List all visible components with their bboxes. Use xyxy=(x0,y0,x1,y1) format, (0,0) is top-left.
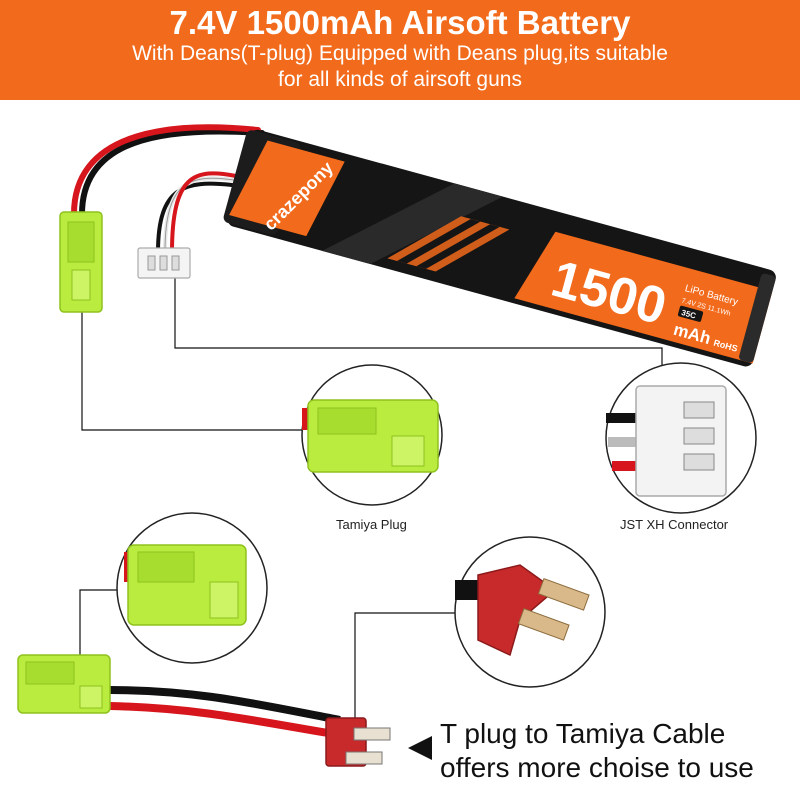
battery-c-rating: 35C xyxy=(680,308,697,321)
cable-description-line-1: T plug to Tamiya Cable xyxy=(440,718,726,749)
header-banner xyxy=(0,0,800,100)
cable-tamiya-connector xyxy=(17,654,111,714)
pointer-arrow-icon xyxy=(408,736,432,760)
cable-tamiya-leader-line xyxy=(79,589,128,660)
cable-description-line-2: offers more choise to use xyxy=(440,752,754,783)
tamiya-caption: Tamiya Plug xyxy=(336,517,407,532)
battery-jst-connector xyxy=(137,247,191,279)
battery-tamiya-connector xyxy=(59,211,103,313)
battery-balance-wires xyxy=(156,171,238,254)
tamiya-leader-line xyxy=(81,312,305,431)
subtitle-line-2: for all kinds of airsoft guns xyxy=(278,68,522,91)
battery-pack: crazepony 1500 LiPo Battery 7.4V 2S 11.1… xyxy=(223,129,776,367)
cable-deans-connector xyxy=(325,717,391,767)
cable-assembly xyxy=(109,686,341,739)
cable-deans-callout xyxy=(454,536,606,688)
subtitle-line-1: With Deans(T-plug) Equipped with Deans p… xyxy=(132,42,668,65)
jst-callout xyxy=(605,362,757,514)
jst-caption: JST XH Connector xyxy=(620,517,729,532)
cable-deans-leader-line xyxy=(354,612,460,720)
cable-tamiya-callout xyxy=(116,512,268,664)
battery-main-wires xyxy=(71,124,265,217)
tamiya-callout xyxy=(301,364,443,506)
page-title: 7.4V 1500mAh Airsoft Battery xyxy=(169,4,631,41)
